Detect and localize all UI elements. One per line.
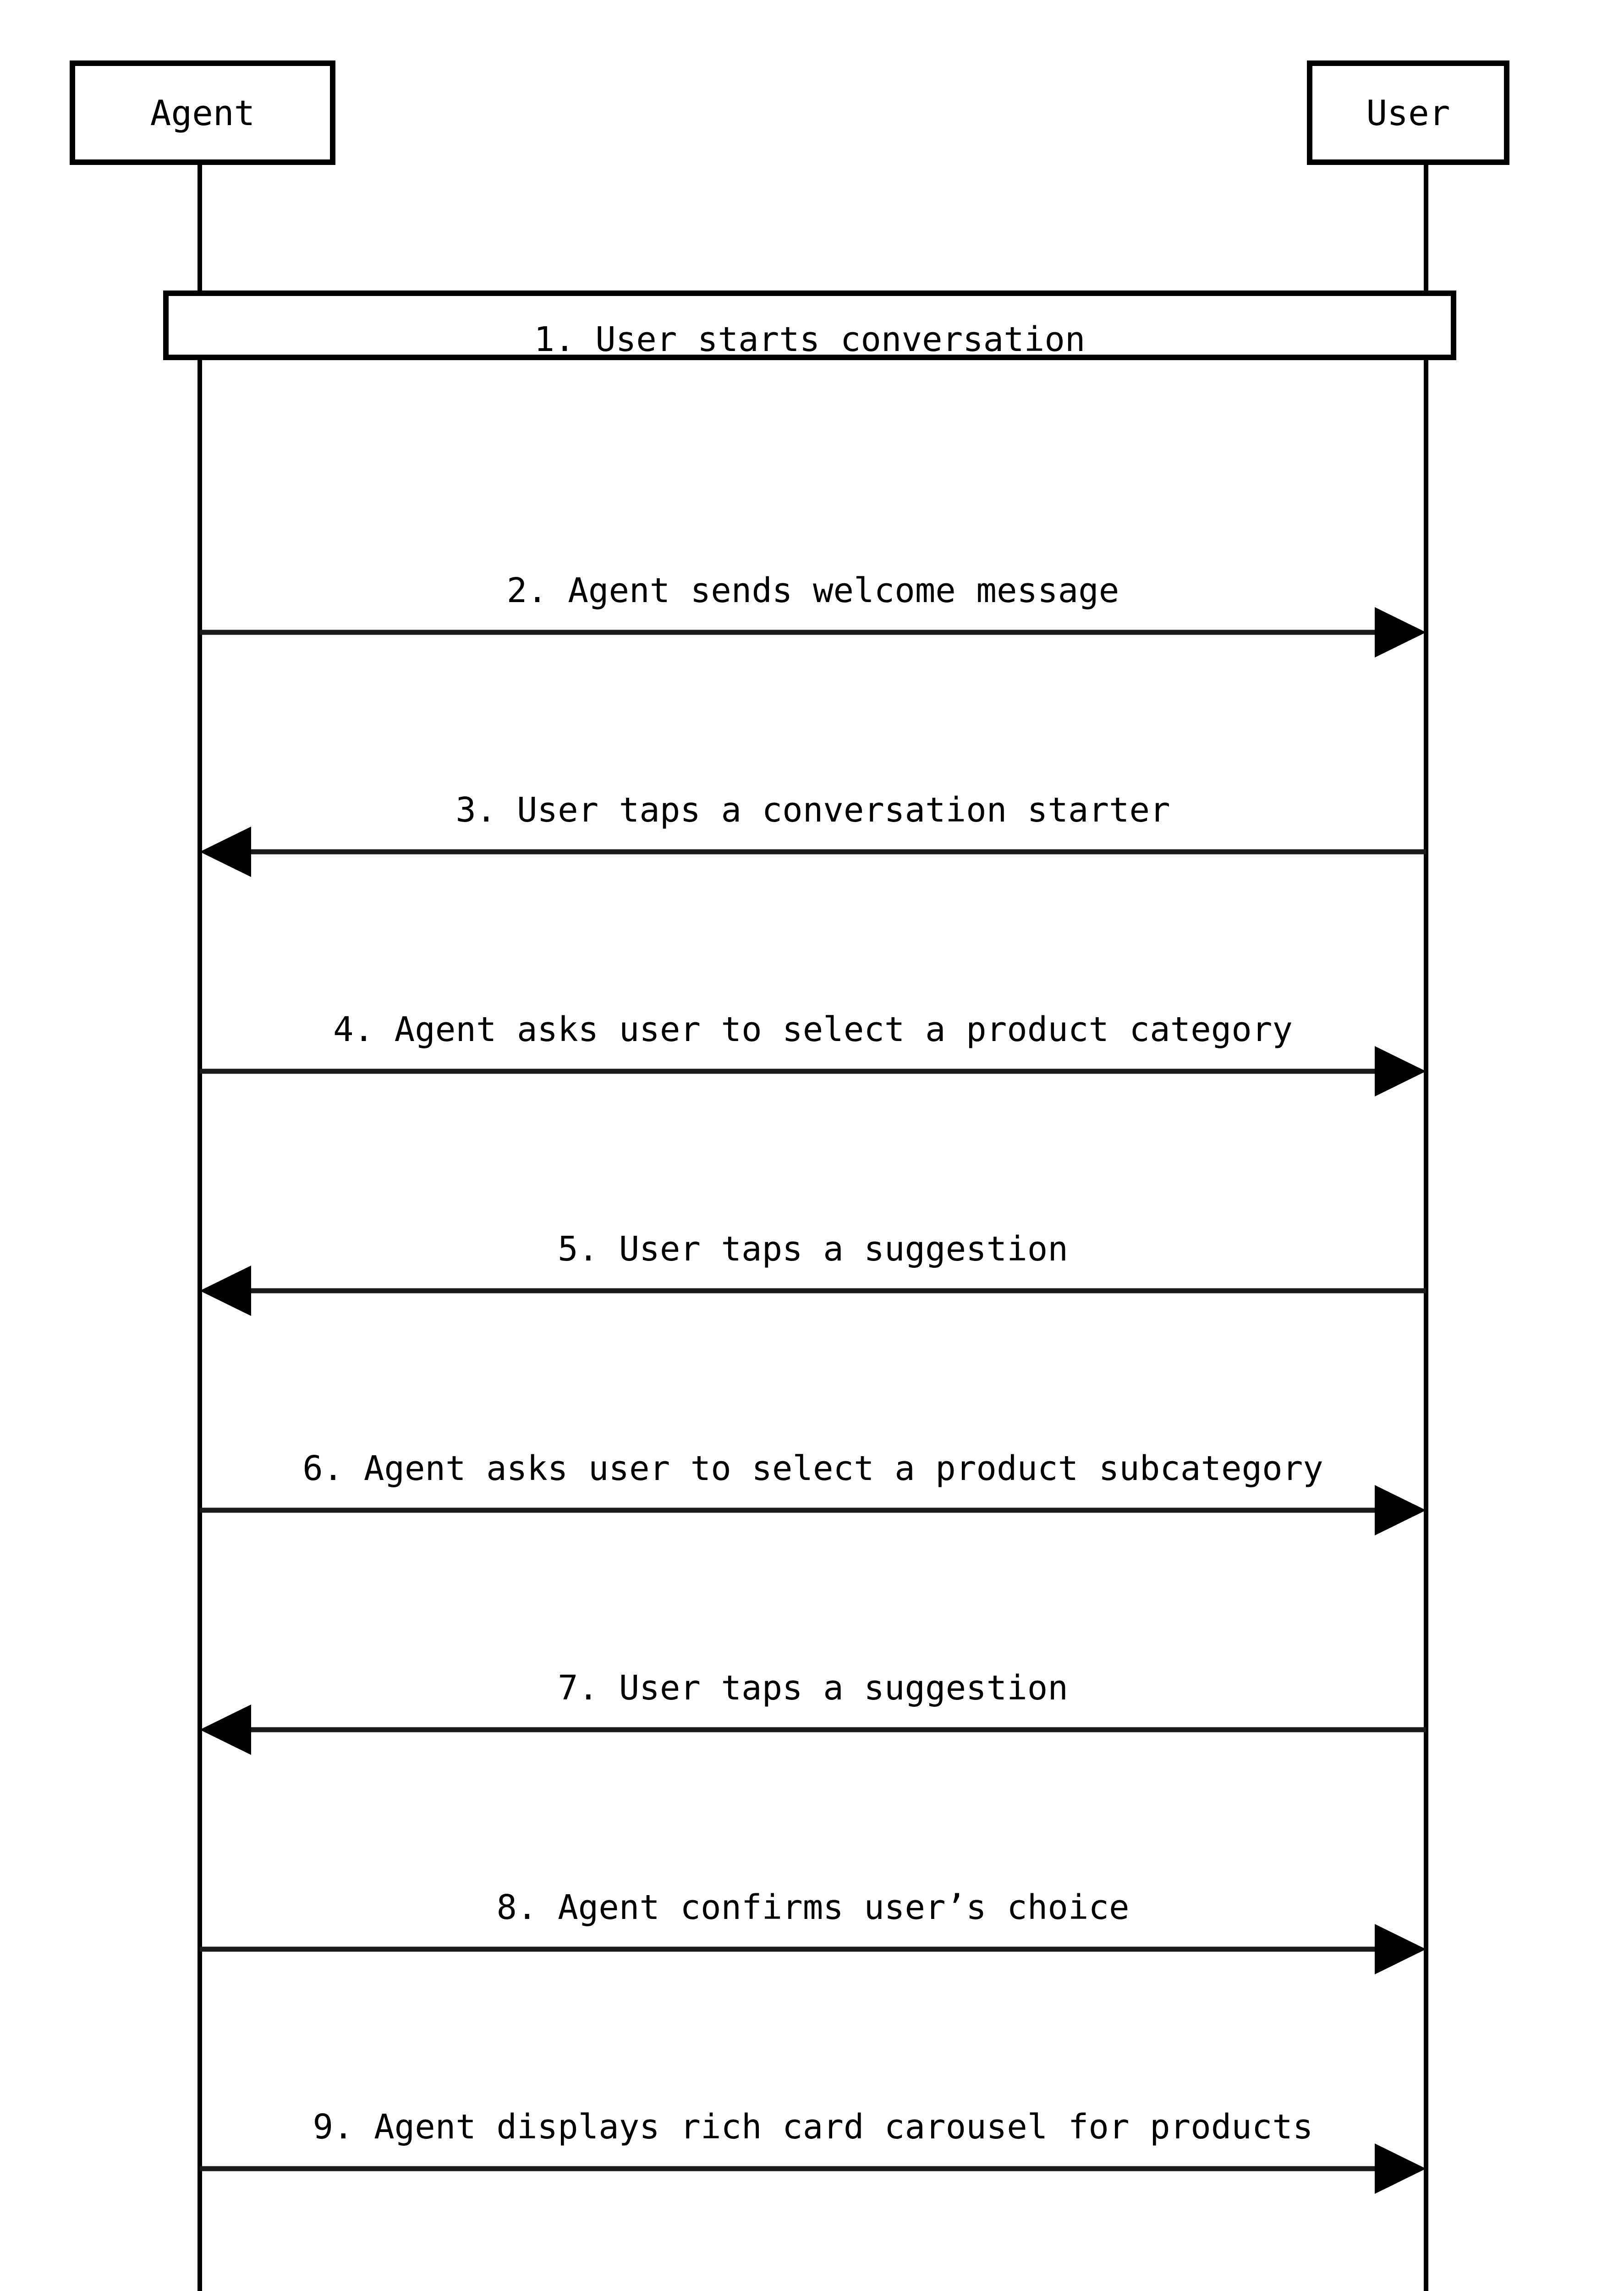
message-2[interactable]: 2. Agent sends welcome message	[200, 571, 1426, 658]
actor-agent-top[interactable]: Agent	[70, 60, 335, 165]
messages-group: 1. User starts conversation 2. Agent sen…	[163, 290, 1456, 2194]
message-9[interactable]: 9. Agent displays rich card carousel for…	[200, 2107, 1426, 2194]
message-5[interactable]: 5. User taps a suggestion	[200, 1229, 1426, 1316]
message-6-arrowhead-right	[1375, 1485, 1426, 1535]
message-2-arrowhead-right	[1375, 607, 1426, 658]
actor-boxes-top: Agent User	[70, 60, 1509, 165]
message-1-note-box[interactable]	[163, 290, 1456, 360]
actor-agent-top-label: Agent	[150, 93, 255, 133]
message-6-label: 6. Agent asks user to select a product s…	[302, 1449, 1323, 1488]
message-6[interactable]: 6. Agent asks user to select a product s…	[200, 1449, 1426, 1535]
message-4[interactable]: 4. Agent asks user to select a product c…	[200, 1010, 1426, 1096]
message-1[interactable]: 1. User starts conversation	[163, 290, 1456, 360]
message-9-arrowhead-right	[1375, 2143, 1426, 2194]
message-8-arrowhead-right	[1375, 1924, 1426, 1974]
message-2-label: 2. Agent sends welcome message	[507, 571, 1119, 610]
message-1-label: 1. User starts conversation	[534, 320, 1086, 359]
actor-user-top-label: User	[1366, 93, 1450, 133]
message-4-label: 4. Agent asks user to select a product c…	[333, 1010, 1293, 1049]
message-3-label: 3. User taps a conversation starter	[455, 790, 1170, 830]
message-5-label: 5. User taps a suggestion	[558, 1229, 1068, 1269]
message-5-arrowhead-left	[200, 1266, 251, 1316]
actor-user-top-box[interactable]	[1307, 60, 1509, 165]
lifelines-group	[198, 162, 1428, 2291]
message-9-label: 9. Agent displays rich card carousel for…	[313, 2107, 1313, 2147]
message-8[interactable]: 8. Agent confirms user’s choice	[200, 1888, 1426, 1974]
message-7-label: 7. User taps a suggestion	[558, 1668, 1068, 1708]
message-7-arrowhead-left	[200, 1705, 251, 1755]
message-8-label: 8. Agent confirms user’s choice	[496, 1888, 1129, 1927]
actor-agent-top-box[interactable]	[70, 60, 335, 165]
message-7[interactable]: 7. User taps a suggestion	[200, 1668, 1426, 1755]
message-3[interactable]: 3. User taps a conversation starter	[200, 790, 1426, 877]
message-4-arrowhead-right	[1375, 1046, 1426, 1096]
actor-user-top[interactable]: User	[1307, 60, 1509, 165]
message-3-arrowhead-left	[200, 827, 251, 877]
